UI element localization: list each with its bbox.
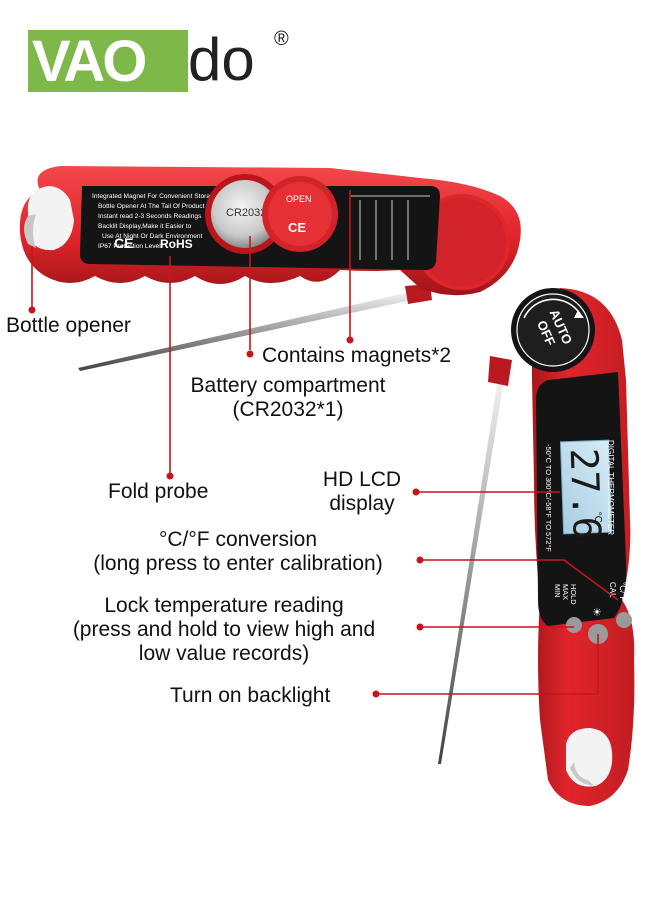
callout-battery-line1: Battery compartment	[190, 374, 386, 397]
panel-line-1: Integrated Magnet For Convenient Storage	[92, 193, 218, 200]
lid-ce-mark: CE	[288, 220, 306, 235]
callout-battery-line2: (CR2032*1)	[232, 398, 344, 421]
ce-mark: CE	[114, 235, 133, 251]
panel-line-3: Instant read 2-3 Seconds Readings	[98, 213, 202, 220]
lid-open-label: OPEN	[286, 194, 312, 204]
left-probe	[78, 292, 412, 371]
callout-lines	[31, 190, 619, 695]
lcd-reading: 27.6	[562, 447, 609, 540]
logo-green-box: VAO	[28, 30, 188, 92]
btn-hold-label: HOLD	[569, 584, 578, 605]
right-thermometer: AUTO OFF 27.6 °C DIGITAL THERMOMETER -50…	[438, 288, 635, 806]
callout-lcd-line2: display	[329, 492, 395, 515]
panel-line-4: Backlit Display,Make it Easier to	[98, 223, 192, 230]
panel-line-6: IP67 Protection Level	[98, 243, 161, 250]
right-probe-hinge	[488, 356, 512, 386]
right-probe	[438, 378, 504, 764]
btn-min-label: MIN	[553, 584, 562, 598]
registered-mark: ®	[274, 28, 289, 50]
callout-bottle-opener: Bottle opener	[6, 314, 131, 337]
panel-line-5: Use At Night Or Dark Environment	[102, 233, 203, 240]
logo-tail-text: do	[188, 26, 255, 93]
lcd-unit: °C	[592, 511, 603, 523]
btn-cal-label: CAL	[608, 582, 617, 598]
sun-icon: ☀	[592, 606, 602, 619]
callout-conversion-line1: °C/°F conversion	[158, 528, 317, 551]
btn-cf-label: °C/°F	[618, 582, 627, 601]
range-vertical: -50°C TO 300°C/-58°F TO 572°F	[544, 444, 553, 552]
logo-boxed-text: VAO	[32, 29, 147, 94]
callout-fold-probe: Fold probe	[108, 480, 209, 503]
battery-label: CR2032	[226, 207, 266, 219]
left-thermometer: Integrated Magnet For Convenient Storage…	[19, 166, 521, 371]
rohs-mark: RoHS	[160, 237, 193, 251]
hold-button	[566, 617, 582, 633]
brand-logo: VAO do ®	[28, 28, 298, 96]
brand-vertical: DIGITAL THERMOMETER	[606, 440, 615, 535]
battery-coin	[211, 180, 279, 248]
callout-line-conversion	[420, 559, 619, 601]
left-bottle-opener-hole	[27, 186, 74, 251]
callout-contains-magnets: Contains magnets*2	[262, 344, 452, 367]
callout-backlight: Turn on backlight	[170, 684, 331, 707]
lcd-screen: 27.6 °C	[559, 439, 613, 540]
callout-conversion-line2: (long press to enter calibration)	[93, 552, 383, 575]
right-bottle-opener-hole	[566, 728, 613, 787]
btn-max-label: MAX	[561, 584, 570, 600]
panel-line-2: Bottle Opener At The Tail Of Product	[98, 203, 205, 210]
panel-doneness-chart	[350, 195, 430, 260]
callout-lcd-line1: HD LCD	[322, 468, 402, 491]
callout-lock-line2: (press and hold to view high and	[72, 618, 376, 641]
callout-line-backlight	[378, 634, 599, 695]
callout-lock-line3: low value records)	[138, 642, 310, 665]
callout-dots	[28, 306, 424, 698]
callout-lock-line1: Lock temperature reading	[104, 594, 344, 617]
cf-button	[616, 612, 632, 628]
